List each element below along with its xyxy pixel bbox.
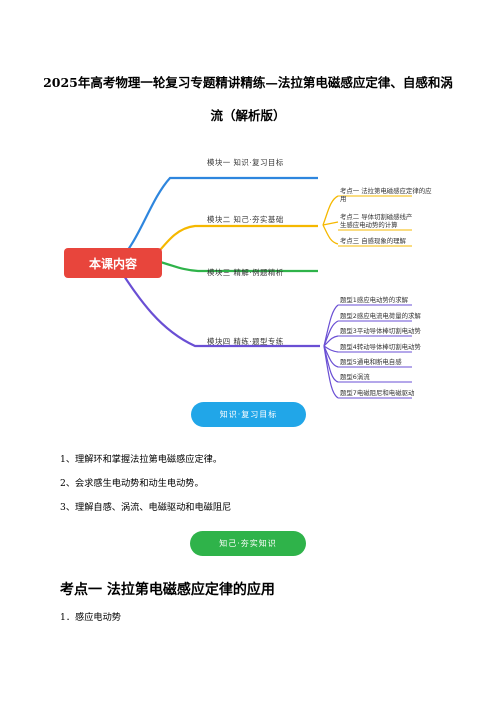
- doc-title-line2: 流（解析版）: [210, 108, 286, 123]
- b4-child-2: 题型2感应电流电荷量的求解: [340, 311, 421, 320]
- goal-item-1: 1、理解环和掌握法拉第电磁感应定律。: [60, 454, 223, 465]
- b2-child-1a: 考点一 法拉第电磁感应定律的应: [340, 186, 432, 195]
- b4-child-5: 题型5通电和断电自感: [340, 357, 402, 366]
- branch-label-2: 模块二 知己·夯实基础: [207, 215, 284, 224]
- goals-pill: 知识·复习目标: [191, 402, 306, 427]
- branch-label-1: 模块一 知识·复习目标: [207, 158, 284, 167]
- doc-title-line1: 2025年高考物理一轮复习专题精讲精练—法拉第电磁感应定律、自感和涡: [43, 75, 453, 90]
- goal-item-2: 2、会求感生电动势和动生电动势。: [60, 478, 204, 489]
- b2-child-2b: 生感应电动势的计算: [340, 220, 398, 229]
- subsection-heading: 1．感应电动势: [60, 612, 121, 623]
- branch-label-4: 模块四 精练·题型专练: [207, 337, 284, 346]
- b4-child-6: 题型6涡流: [340, 372, 370, 381]
- center-node-label: 本课内容: [89, 256, 137, 271]
- basics-pill: 知己·夯实知识: [190, 531, 306, 556]
- b2-child-2a: 考点二 导体切割磁感线产: [340, 212, 412, 221]
- b4-child-3: 题型3平动导体棒切割电动势: [340, 326, 421, 335]
- branch-label-3: 模块三 精解·例题精析: [207, 268, 284, 277]
- goal-item-3: 3、理解自感、涡流、电磁驱动和电磁阻尼: [60, 502, 232, 513]
- b4-child-1: 题型1感应电动势的求解: [340, 295, 409, 304]
- branch-connector-2: [149, 224, 318, 263]
- b2-child-1b: 用: [340, 195, 346, 203]
- b2-child-3: 考点三 自感现象的理解: [340, 236, 407, 245]
- b4-child-4: 题型4转动导体棒切割电动势: [340, 342, 421, 351]
- section-heading: 考点一 法拉第电磁感应定律的应用: [60, 582, 275, 598]
- b4-child-7: 题型7电磁阻尼和电磁驱动: [340, 388, 415, 397]
- branch-connector-3: [159, 260, 318, 273]
- center-node: [64, 248, 162, 278]
- branch-connector-4: [119, 269, 320, 348]
